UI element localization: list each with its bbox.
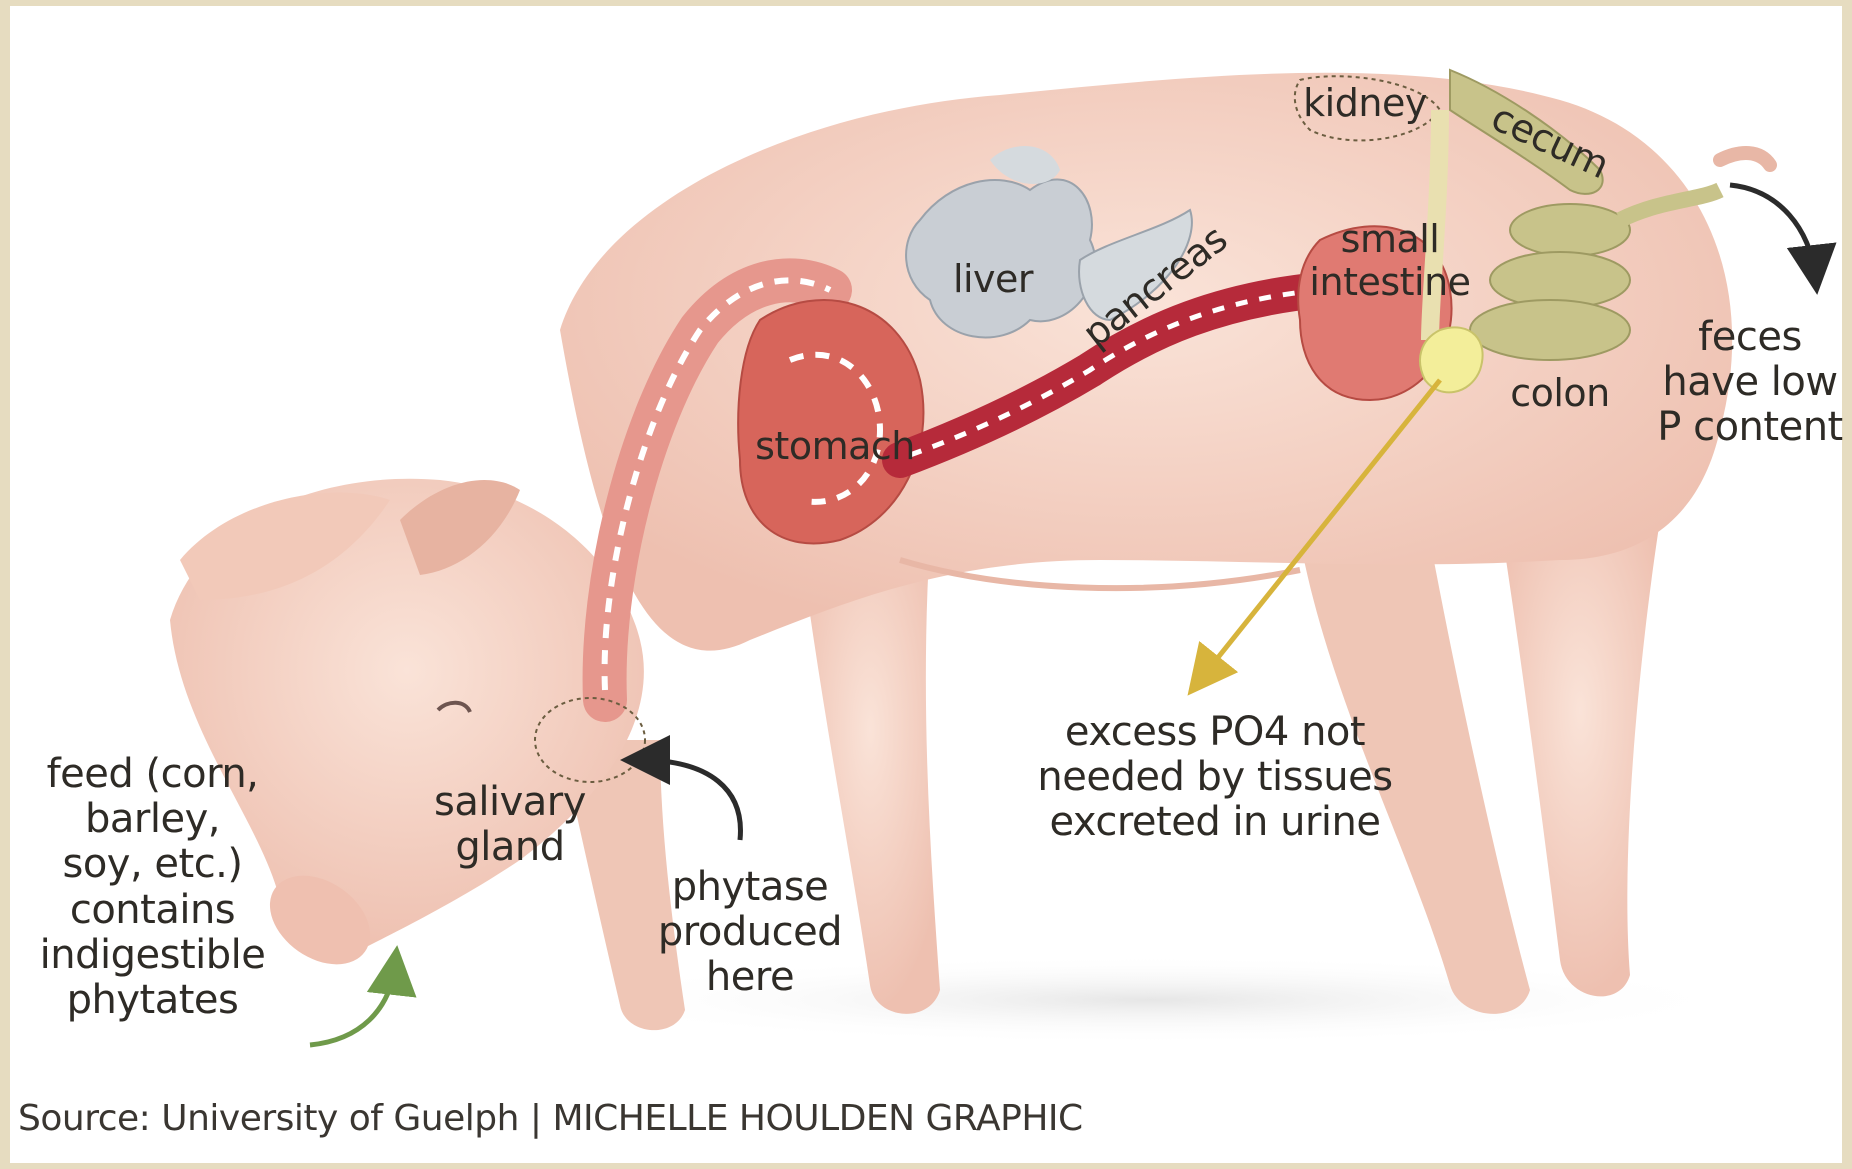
label-small-intestine: small intestine	[1300, 218, 1480, 304]
label-excess-po4: excess PO4 not needed by tissues excrete…	[1030, 710, 1400, 846]
label-feces: feces have low P content	[1655, 315, 1845, 451]
feces-arrow	[1730, 185, 1815, 275]
label-feed: feed (corn, barley, soy, etc.) contains …	[30, 752, 275, 1023]
label-stomach: stomach	[745, 425, 925, 468]
label-colon: colon	[1495, 372, 1625, 415]
colon-junction	[1420, 327, 1483, 392]
source-credit: Source: University of Guelph | MICHELLE …	[18, 1098, 1083, 1139]
label-salivary-gland: salivary gland	[420, 780, 600, 870]
label-phytase: phytase produced here	[650, 865, 850, 1001]
pig-tail	[1720, 153, 1770, 165]
pig-back-leg-right	[1500, 520, 1660, 996]
feed-arrow	[310, 965, 395, 1045]
label-kidney: kidney	[1300, 82, 1430, 125]
label-liver: liver	[938, 258, 1048, 301]
